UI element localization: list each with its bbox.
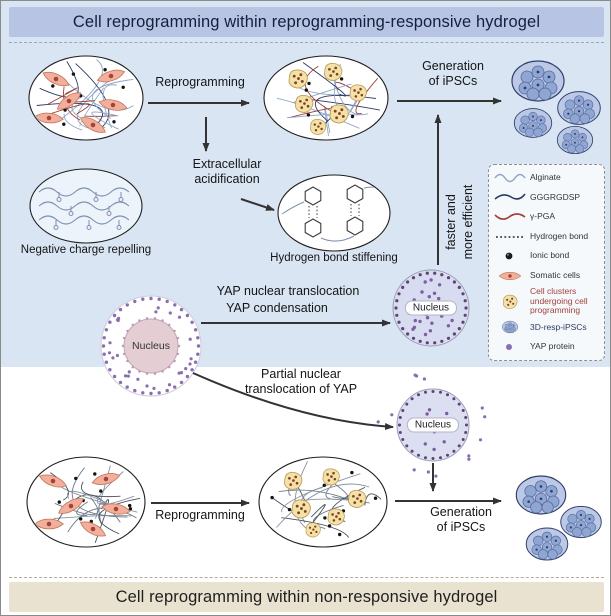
legend-item: GGGRGDSP — [493, 190, 600, 206]
reprogramming-cell-cluster — [502, 294, 518, 309]
legend-label: Somatic cells — [530, 269, 581, 280]
reprogramming-bottom-label: Reprogramming — [155, 508, 245, 522]
alginate-line-icon — [494, 173, 526, 183]
negative-charge-oval — [29, 168, 143, 244]
gamma-pga-line-icon — [494, 213, 526, 220]
dashed-divider-top — [9, 42, 604, 43]
somatic-cell — [498, 271, 522, 280]
arrow-acidification-to-hbond — [240, 198, 275, 211]
legend-item: Somatic cells — [493, 268, 600, 284]
partial-translocation-label: Partial nuclear translocation of YAP — [244, 367, 358, 397]
somatic-cell — [79, 521, 107, 537]
ipsc-cluster — [511, 60, 565, 102]
reprogramming-cell-cluster — [327, 508, 345, 526]
negative-charge-repelling-label: Negative charge repelling — [20, 244, 152, 256]
responsive-hydrogel-somatic-oval — [28, 55, 144, 141]
hydrogen-bond-icon — [496, 235, 524, 238]
somatic-cell — [96, 69, 126, 83]
somatic-cell — [98, 99, 128, 111]
somatic-cell — [34, 112, 64, 124]
legend-label: YAP protein — [530, 341, 575, 352]
legend-item: Ionic bond — [493, 248, 600, 264]
somatic-cell-icon — [498, 271, 522, 280]
dashed-divider-bottom — [9, 577, 604, 578]
legend-label: Cell clusters undergoing cell programmin… — [530, 286, 588, 316]
somatic-cell — [38, 474, 68, 488]
somatic-cell — [80, 117, 106, 133]
reprogramming-cell-cluster — [284, 472, 303, 490]
legend-item: Hydrogen bond — [493, 229, 600, 245]
gggrgdsp-line-icon — [494, 193, 526, 200]
ipsc-cluster — [557, 91, 601, 125]
legend-item: YAP protein — [493, 339, 600, 355]
hydrogen-bond-stiffening-label: Hydrogen bond stiffening — [270, 252, 398, 264]
nonresponsive-hydrogel-somatic-oval — [26, 456, 146, 548]
reprogramming-cell-cluster — [324, 63, 343, 81]
ipsc-cluster — [556, 125, 594, 155]
ipsc-cluster — [513, 108, 553, 138]
bottom-banner-title: Cell reprogramming within non-responsive… — [115, 587, 498, 606]
reprogramming-cell-cluster — [329, 104, 349, 124]
top-banner: Cell reprogramming within reprogramming-… — [9, 7, 604, 37]
yap-protein-icon — [506, 343, 512, 350]
nonresponsive-hydrogel-clusters-oval — [258, 456, 388, 548]
ipsc-cluster — [502, 321, 518, 334]
legend-item: 3D-resp-iPSCs — [493, 319, 600, 335]
hydrogen-bond-oval — [277, 174, 391, 252]
somatic-cell — [101, 503, 131, 515]
ipsc-cluster — [515, 475, 567, 515]
cell-cytoplasmic-yap — [100, 295, 202, 397]
reprogramming-cell-cluster — [348, 490, 367, 508]
reprogramming-cell-cluster — [322, 468, 340, 486]
extracellular-acidification-label: Extracellular acidification — [192, 157, 262, 187]
reprogramming-cell-cluster — [310, 119, 327, 135]
legend-label: GGGRGDSP — [530, 191, 581, 202]
legend-label: 3D-resp-iPSCs — [530, 321, 587, 332]
legend-item: Cell clusters undergoing cell programmin… — [493, 287, 600, 316]
legend-label: Alginate — [530, 172, 561, 183]
arrow-partial-translocation — [192, 372, 394, 430]
somatic-cell — [58, 498, 84, 514]
somatic-cell — [42, 71, 70, 87]
bottom-banner: Cell reprogramming within non-responsive… — [9, 582, 604, 612]
reprogramming-cell-cluster — [291, 499, 311, 519]
generation-ipscs-top-label: Generation of iPSCs — [422, 59, 484, 89]
yap-nuclear-translocation-label: YAP nuclear translocation — [216, 284, 360, 298]
nucleus-label-bottom: Nucleus — [406, 417, 460, 433]
reprogramming-top-label: Reprogramming — [155, 75, 245, 89]
legend-label: Hydrogen bond — [530, 230, 589, 241]
ionic-bond-icon — [505, 252, 513, 260]
ipsc-group-top — [511, 60, 601, 155]
responsive-hydrogel-clusters-oval — [263, 55, 389, 141]
reprogramming-cell-cluster — [288, 69, 308, 89]
legend-item: Alginate — [493, 170, 600, 186]
yap-condensation-label: YAP condensation — [226, 301, 328, 315]
nucleus-label-left: Nucleus — [132, 340, 170, 352]
somatic-cell — [91, 472, 121, 486]
reprogramming-cell-cluster — [305, 522, 321, 538]
legend-item: γ-PGA — [493, 209, 600, 225]
reprogramming-cell-cluster — [295, 95, 314, 113]
faster-more-efficient-label: faster and more efficient — [444, 184, 475, 260]
ipsc-cluster — [525, 527, 569, 561]
somatic-cell — [56, 92, 82, 110]
ipsc-cluster — [560, 505, 602, 539]
ipsc-group-bottom — [515, 475, 602, 561]
legend-label: γ-PGA — [530, 211, 556, 222]
reprogramming-cell-cluster — [349, 84, 367, 102]
legend-label: Ionic bond — [530, 250, 570, 261]
somatic-cell — [34, 518, 64, 530]
cell-cluster-icon — [502, 294, 518, 309]
top-banner-title: Cell reprogramming within reprogramming-… — [72, 12, 541, 31]
generation-ipscs-bottom-label: Generation of iPSCs — [430, 505, 492, 535]
resp-ipsc-icon — [502, 321, 518, 334]
nucleus-label-top-right: Nucleus — [404, 300, 458, 316]
